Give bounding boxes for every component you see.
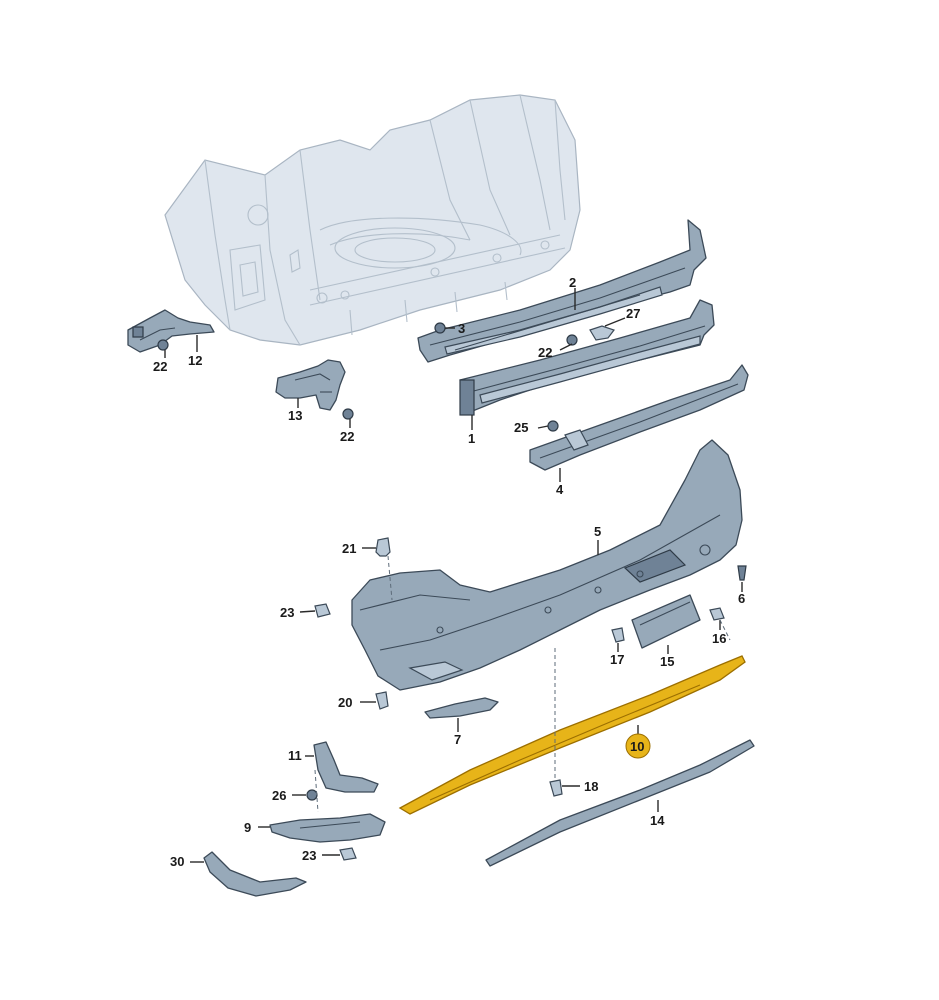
part-22-nut-left <box>157 339 169 351</box>
part-18-clip <box>549 779 563 797</box>
part-1-bumper-beam <box>459 299 715 416</box>
part-14-diffuser-strip <box>485 739 755 867</box>
part-22-nut-center <box>342 408 354 420</box>
callout-20: 20 <box>338 695 352 710</box>
callout-17: 17 <box>610 652 624 667</box>
part-21-sensor <box>375 537 391 557</box>
callout-26: 26 <box>272 788 286 803</box>
callout-11: 11 <box>288 748 302 763</box>
part-3-clip <box>434 322 446 334</box>
part-5-bumper-cover <box>351 439 743 691</box>
callout-7: 7 <box>454 732 461 747</box>
callout-3: 3 <box>458 321 465 336</box>
part-7-reflector <box>424 697 499 719</box>
callout-22: 22 <box>340 429 354 444</box>
callout-27: 27 <box>626 306 640 321</box>
part-22-nut-right <box>566 334 578 346</box>
callout-labels: 2 3 27 22 22 22 12 13 1 25 4 5 21 6 23 1… <box>153 275 745 869</box>
callout-22: 22 <box>153 359 167 374</box>
part-11-bracket <box>313 741 379 793</box>
part-23-clip-lower <box>339 847 357 861</box>
leader-lines <box>164 288 743 863</box>
part-4-lower-support <box>529 364 749 471</box>
part-12-side-bracket <box>127 309 215 353</box>
callout-2: 2 <box>569 275 576 290</box>
part-20-sensor <box>375 691 389 710</box>
callout-6: 6 <box>738 591 745 606</box>
callout-25: 25 <box>514 420 528 435</box>
part-15-plate-bracket <box>631 594 701 649</box>
callout-23: 23 <box>280 605 294 620</box>
part-16-screw <box>709 607 725 621</box>
car-body-rear-section <box>164 94 581 346</box>
callout-18: 18 <box>584 779 598 794</box>
part-13-bracket <box>275 359 346 411</box>
callout-5: 5 <box>594 524 601 539</box>
callout-12: 12 <box>188 353 202 368</box>
callout-4: 4 <box>556 482 564 497</box>
callout-10: 10 <box>630 739 644 754</box>
callout-30: 30 <box>170 854 184 869</box>
part-30-reflector-left <box>203 851 307 897</box>
part-10-lower-trim-highlighted <box>398 655 746 815</box>
part-26-bolt <box>306 789 318 801</box>
part-17-screw <box>611 627 625 643</box>
part-25-bolt <box>547 420 559 432</box>
callout-13: 13 <box>288 408 302 423</box>
part-23-clip-upper <box>314 603 331 618</box>
callout-23: 23 <box>302 848 316 863</box>
callout-16: 16 <box>712 631 726 646</box>
callout-14: 14 <box>650 813 665 828</box>
callout-1: 1 <box>468 431 475 446</box>
part-2-upper-reinforcement <box>417 219 707 363</box>
callout-9: 9 <box>244 820 251 835</box>
callout-22: 22 <box>538 345 552 360</box>
part-27-clip <box>589 325 615 341</box>
callout-15: 15 <box>660 654 674 669</box>
part-9-guide-bracket <box>269 813 386 843</box>
part-10-label-highlight <box>625 733 651 759</box>
callout-21: 21 <box>342 541 356 556</box>
part-6-bolt <box>737 565 747 581</box>
